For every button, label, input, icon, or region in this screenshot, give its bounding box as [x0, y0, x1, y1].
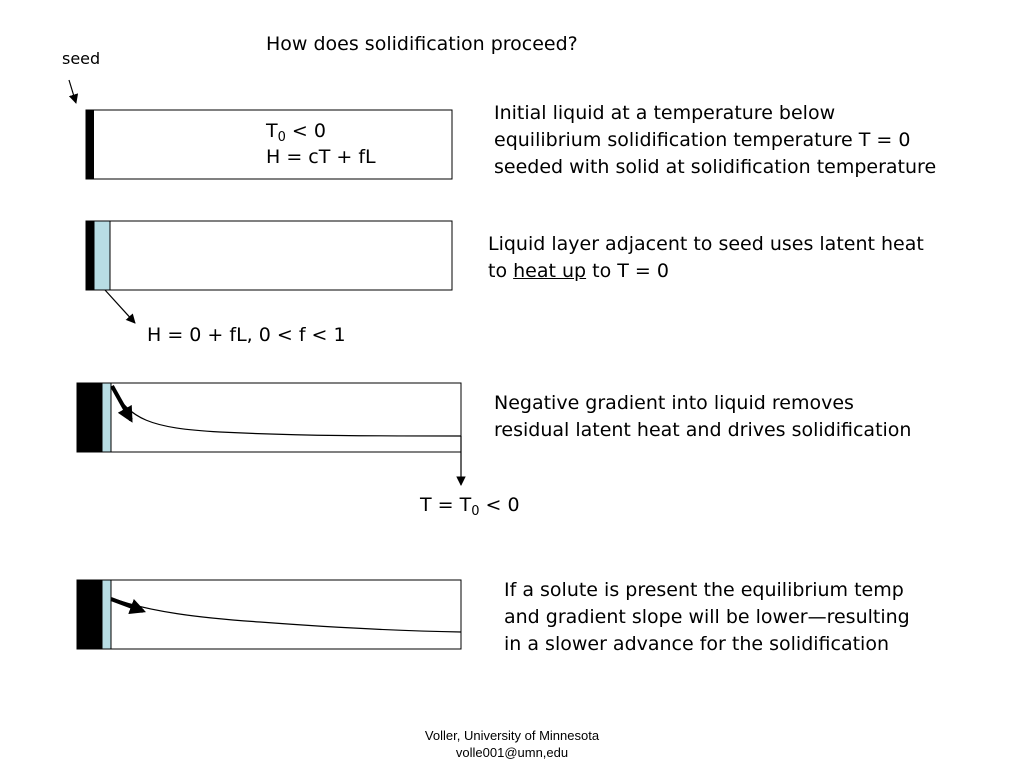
stage1-enthalpy-equation: H = cT + fL	[266, 146, 376, 168]
stage2-description: Liquid layer adjacent to seed uses laten…	[488, 233, 924, 282]
enthalpy-pointer-arrow	[104, 289, 136, 324]
page-title: How does solidification proceed?	[266, 33, 578, 55]
temperature-profile-curve	[110, 385, 462, 437]
stage3-temperature-label: T = T0 < 0	[420, 494, 520, 519]
seed-arrow	[68, 79, 79, 104]
seed-solid-region	[86, 110, 94, 179]
seed-solid-region	[86, 221, 94, 290]
solid-region	[77, 580, 102, 649]
stage2-bar	[85, 220, 453, 291]
liquid-layer-region	[93, 220, 111, 291]
footer-author: Voller, University of Minnesota	[424, 728, 600, 743]
liquid-layer-region	[101, 382, 112, 453]
stage1-bar	[85, 109, 453, 180]
gradient-arrow	[110, 385, 133, 423]
stage4-bar	[76, 579, 462, 650]
stage3-description: Negative gradient into liquid removes re…	[494, 392, 912, 441]
seed-label: seed	[62, 49, 101, 68]
stage1-t0-equation: T0 < 0	[266, 120, 326, 145]
liquid-layer-region	[101, 579, 112, 650]
footer: Voller, University of Minnesota volle001…	[362, 727, 662, 761]
temperature-profile-curve	[110, 597, 462, 633]
footer-email: volle001@umn,edu	[455, 745, 569, 760]
gradient-arrow	[110, 597, 146, 614]
stage1-description: Initial liquid at a temperature below eq…	[494, 102, 937, 178]
stage2-enthalpy-label: H = 0 + fL, 0 < f < 1	[147, 324, 346, 346]
stage4-description: If a solute is present the equilibrium t…	[504, 579, 910, 655]
stage3-bar	[76, 382, 462, 453]
solid-region	[77, 383, 102, 452]
